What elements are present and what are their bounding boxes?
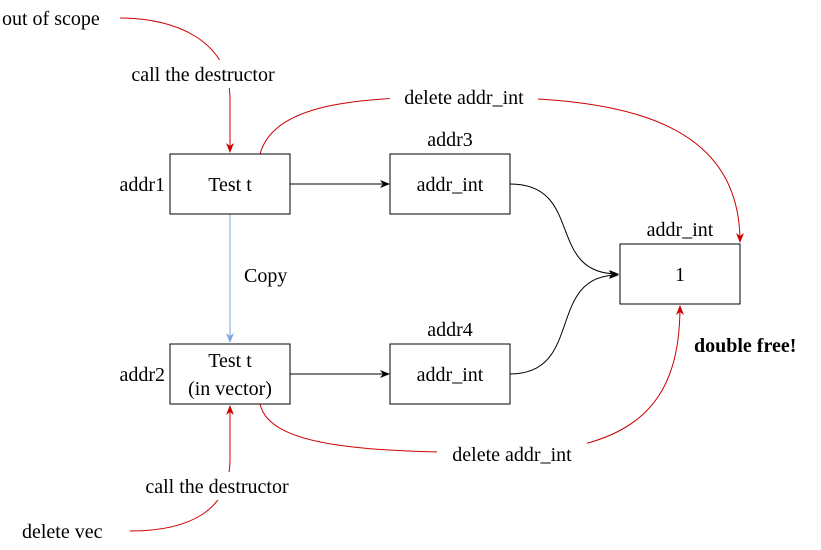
copy-label: Copy [244, 265, 287, 287]
delete-top-label: delete addr_int [404, 87, 524, 109]
test-t-vector-box [169, 343, 291, 405]
value-top-label: addr_int [647, 219, 714, 241]
test-t-vector-line1: Test t [208, 350, 252, 372]
delete-bottom-label: delete addr_int [452, 444, 572, 466]
call-destructor-bottom-label: call the destructor [145, 476, 289, 498]
test-t-box [169, 153, 291, 215]
addr2-label: addr2 [119, 364, 165, 386]
delete-vec-edge [129, 405, 234, 532]
test-t-label: Test t [208, 174, 252, 196]
delete-vec-label: delete vec [22, 521, 103, 543]
value-box [619, 243, 741, 305]
addr-int-bottom-box [389, 343, 511, 405]
value-label: 1 [675, 264, 685, 286]
addr-int-top-box [389, 153, 511, 215]
out-of-scope-label: out of scope [2, 8, 100, 30]
addr4-label: addr4 [427, 319, 473, 341]
addr-int-bottom-label: addr_int [417, 364, 484, 386]
addr1-label: addr1 [119, 174, 165, 196]
addr4-to-value-edge [509, 271, 619, 375]
call-destructor-top-label: call the destructor [131, 64, 275, 86]
test-t-vector-line2: (in vector) [188, 378, 272, 400]
addr3-to-value-edge [509, 183, 619, 278]
double-free-label: double free! [694, 335, 796, 357]
addr3-label: addr3 [427, 129, 473, 151]
addr-int-top-label: addr_int [417, 174, 484, 196]
out-of-scope-edge [119, 17, 234, 153]
